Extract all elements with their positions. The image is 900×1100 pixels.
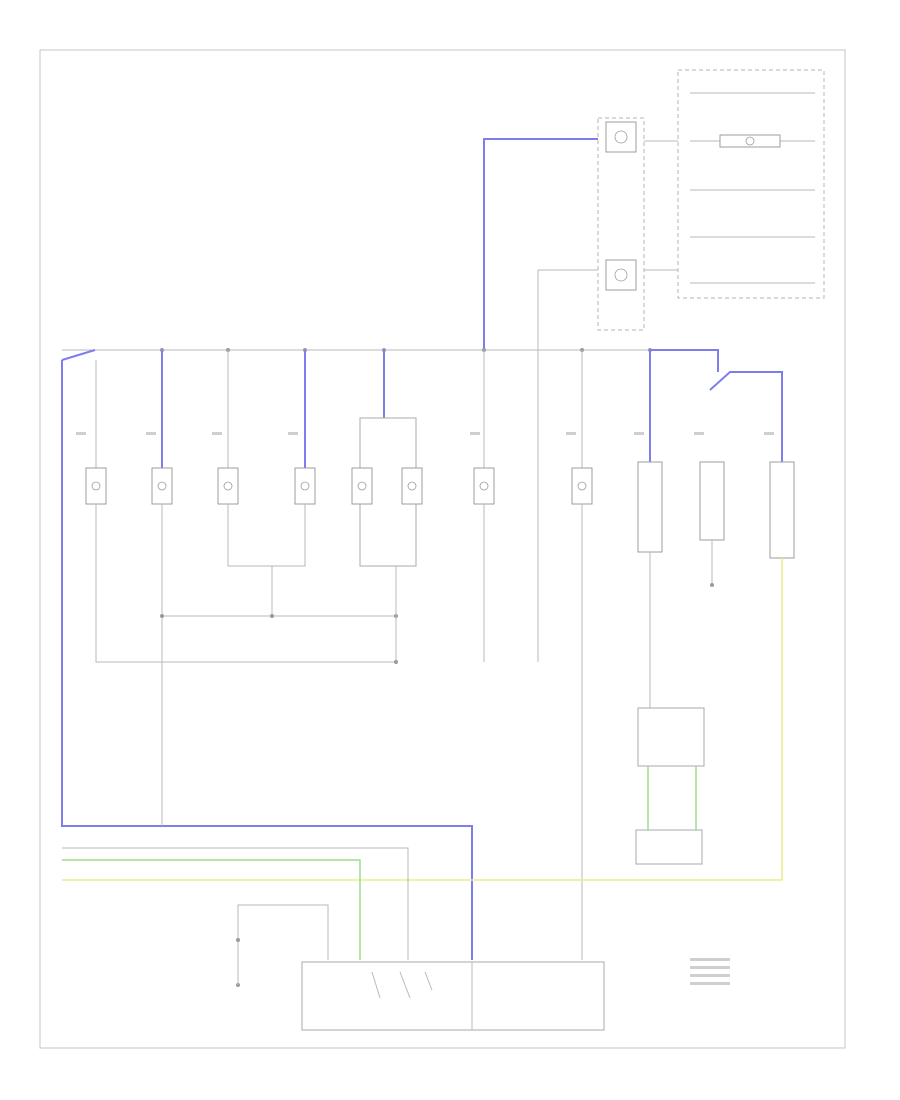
label-marks (76, 432, 774, 985)
diagram-frame (39, 49, 846, 1049)
module-box (637, 707, 705, 767)
component-row (85, 461, 795, 559)
connector-top-center (597, 117, 678, 331)
switch-group-top-right (677, 69, 825, 299)
bottom-module (236, 904, 605, 1031)
sensor-connector (635, 829, 703, 865)
